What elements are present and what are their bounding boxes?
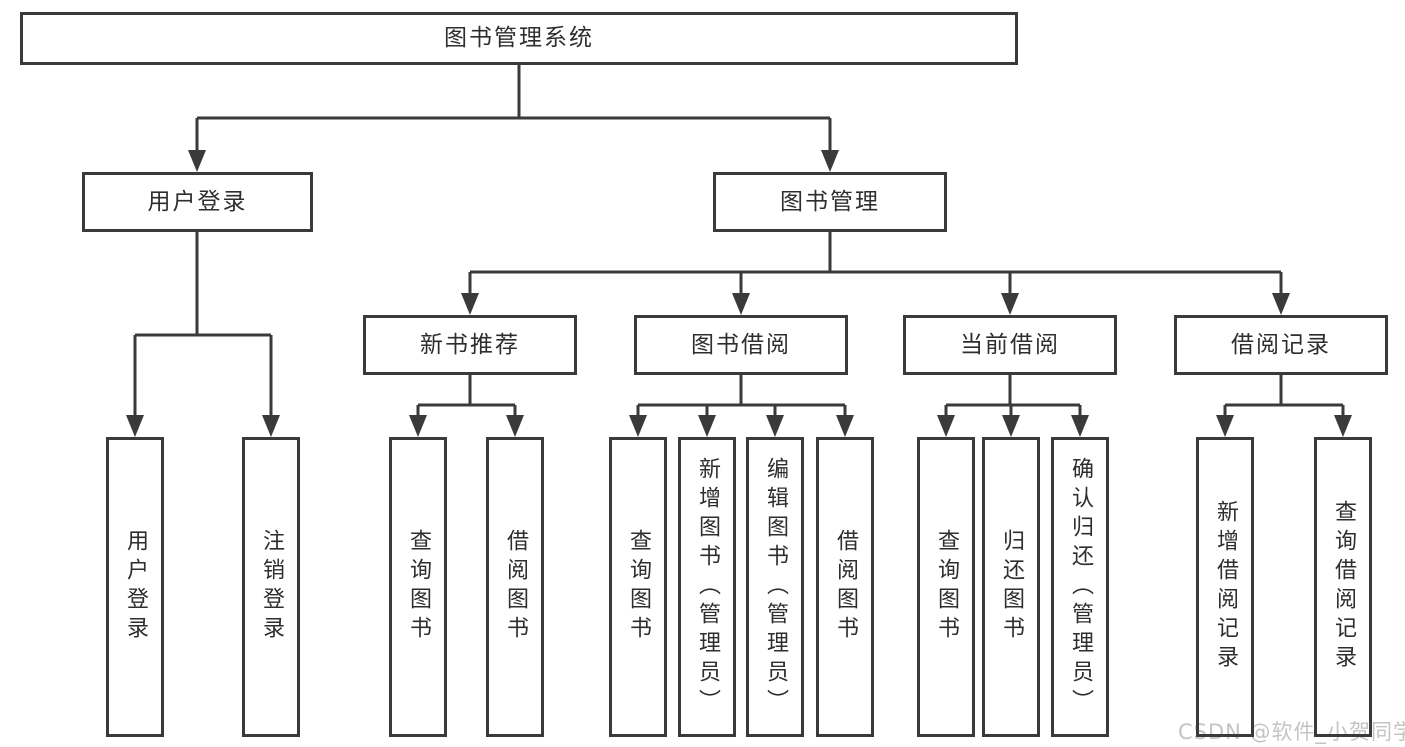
arrowhead [409, 415, 427, 437]
arrowhead [1002, 415, 1020, 437]
leaf-borrow-add-admin-label: 新增图书（管理员） [695, 456, 720, 718]
leaf-current-return: 归还图书 [982, 437, 1040, 737]
edge-bookborrow-to-leaves [636, 375, 847, 420]
leaf-record-query: 查询借阅记录 [1314, 437, 1372, 737]
csdn-watermark: CSDN @软件_小贺同学 [1178, 720, 1405, 744]
edge-borrowrecord-to-leaves [1223, 375, 1345, 420]
node-new-book-recommend-label: 新书推荐 [420, 331, 520, 358]
arrowhead [1001, 293, 1019, 315]
node-borrow-record-label: 借阅记录 [1231, 331, 1331, 358]
node-current-borrow-label: 当前借阅 [960, 331, 1060, 358]
arrowhead [1334, 415, 1352, 437]
arrowhead [698, 415, 716, 437]
leaf-current-query-label: 查询图书 [934, 529, 959, 645]
arrowhead [629, 415, 647, 437]
node-borrow-record: 借阅记录 [1174, 315, 1388, 375]
leaf-borrow-borrow: 借阅图书 [816, 437, 874, 737]
arrowhead [126, 415, 144, 437]
leaf-newbook-query-label: 查询图书 [406, 529, 431, 645]
leaf-borrow-edit-admin: 编辑图书（管理员） [746, 437, 804, 737]
node-new-book-recommend: 新书推荐 [363, 315, 577, 375]
node-book-management: 图书管理 [713, 172, 947, 232]
node-root-label: 图书管理系统 [444, 25, 594, 51]
arrowhead [821, 150, 839, 172]
edge-root-to-level2 [195, 65, 832, 155]
arrowhead [461, 293, 479, 315]
leaf-newbook-borrow-label: 借阅图书 [503, 529, 528, 645]
node-book-borrow-label: 图书借阅 [691, 331, 791, 358]
leaf-record-query-label: 查询借阅记录 [1331, 500, 1356, 674]
leaf-newbook-query: 查询图书 [389, 437, 447, 737]
leaf-user-login-label: 用户登录 [123, 529, 148, 645]
arrowhead [836, 415, 854, 437]
arrowhead [937, 415, 955, 437]
leaf-newbook-borrow: 借阅图书 [486, 437, 544, 737]
leaf-current-query: 查询图书 [917, 437, 975, 737]
leaf-logout: 注销登录 [242, 437, 300, 737]
leaf-current-confirm-admin: 确认归还（管理员） [1051, 437, 1109, 737]
arrowhead [1071, 415, 1089, 437]
arrowhead [1216, 415, 1234, 437]
arrowhead [188, 150, 206, 172]
edge-currentborrow-to-leaves [944, 375, 1082, 420]
leaf-logout-label: 注销登录 [259, 529, 284, 645]
leaf-borrow-edit-admin-label: 编辑图书（管理员） [763, 456, 788, 718]
leaf-borrow-query-label: 查询图书 [626, 529, 651, 645]
leaf-borrow-add-admin: 新增图书（管理员） [678, 437, 736, 737]
arrowhead [1272, 293, 1290, 315]
leaf-borrow-query: 查询图书 [609, 437, 667, 737]
edge-userlogin-to-leaves [133, 232, 273, 420]
node-user-login-label: 用户登录 [147, 188, 248, 215]
node-user-login: 用户登录 [82, 172, 313, 232]
arrowhead [506, 415, 524, 437]
leaf-user-login: 用户登录 [106, 437, 164, 737]
node-root: 图书管理系统 [20, 12, 1018, 65]
edge-bookmgmt-to-level3 [468, 232, 1283, 298]
leaf-record-add-label: 新增借阅记录 [1213, 500, 1238, 674]
leaf-current-confirm-admin-label: 确认归还（管理员） [1068, 456, 1093, 718]
node-current-borrow: 当前借阅 [903, 315, 1117, 375]
arrowhead [732, 293, 750, 315]
leaf-record-add: 新增借阅记录 [1196, 437, 1254, 737]
node-book-management-label: 图书管理 [780, 188, 880, 215]
node-book-borrow: 图书借阅 [634, 315, 848, 375]
edge-newbook-to-leaves [416, 375, 517, 420]
leaf-current-return-label: 归还图书 [999, 529, 1024, 645]
leaf-borrow-borrow-label: 借阅图书 [833, 529, 858, 645]
arrowhead [766, 415, 784, 437]
arrowhead [262, 415, 280, 437]
